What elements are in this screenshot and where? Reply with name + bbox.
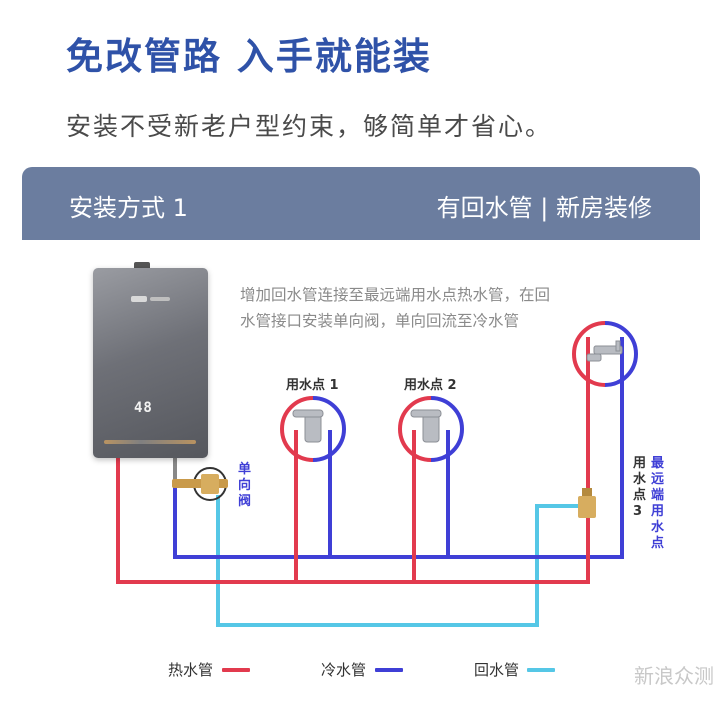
point-3-label: 用水点3 [633, 456, 647, 519]
shower-ring [572, 321, 638, 387]
hot-pipe-main [116, 337, 590, 584]
cold-pipe-main [173, 337, 624, 559]
install-description: 增加回水管连接至最远端用水点热水管，在回水管接口安装单向阀，单向回流至冷水管 [240, 286, 551, 330]
faucet-icon [292, 409, 442, 443]
legend-cold-label: 冷水管 [321, 661, 367, 679]
legend-hot-swatch [222, 668, 250, 672]
point-2-label: 用水点 2 [404, 378, 457, 393]
point-1-label: 用水点 1 [286, 378, 339, 393]
page-subtitle: 安装不受新老户型约束，够简单才省心。 [66, 112, 553, 141]
faucet-2-ring [398, 396, 464, 462]
return-pipe [216, 495, 578, 627]
legend-cold-swatch [375, 668, 403, 672]
heater-top-cap [134, 262, 150, 270]
heater-logo-text [150, 297, 170, 301]
card-header: 安装方式 1 有回水管 | 新房装修 [22, 167, 700, 240]
far-end-valve-icon [578, 488, 596, 518]
page-title: 免改管路 入手就能装 [66, 35, 432, 78]
valve-label: 单向阀 [238, 462, 252, 509]
heater-logo [131, 296, 147, 302]
heater-control-strip [104, 440, 196, 444]
far-end-point-label: 最远端用水点 [651, 456, 665, 551]
heater-temperature-display: 48 [134, 400, 153, 416]
legend-return-swatch [527, 668, 555, 672]
faucet-1-ring [280, 396, 346, 462]
check-valve-icon [172, 467, 228, 501]
legend-return-label: 回水管 [474, 661, 520, 679]
shower-icon [586, 340, 623, 362]
install-scene-label: 有回水管 | 新房装修 [436, 194, 652, 222]
watermark: 新浪众测 [634, 664, 714, 688]
install-method-label: 安装方式 1 [69, 194, 188, 222]
legend-hot-label: 热水管 [168, 661, 214, 679]
